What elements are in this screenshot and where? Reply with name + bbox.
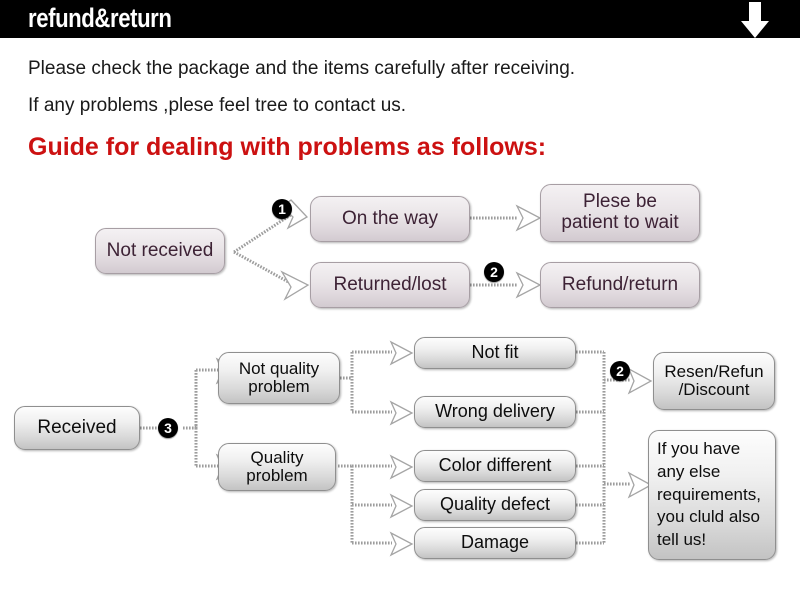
header-bar: refund&return bbox=[0, 0, 800, 38]
intro-line-1: Please check the package and the items c… bbox=[28, 58, 576, 79]
node-on-the-way[interactable]: On the way bbox=[310, 196, 470, 242]
connector-notreceived-returnedlost bbox=[233, 250, 310, 301]
node-label-line-2: /Discount bbox=[678, 380, 750, 399]
node-label-line-2: problem bbox=[246, 466, 308, 485]
node-issue-not-fit[interactable]: Not fit bbox=[414, 337, 576, 369]
badge-3: 3 bbox=[158, 418, 178, 438]
badge-label: 1 bbox=[278, 201, 286, 217]
intro-line-2: If any problems ,plese feel tree to cont… bbox=[28, 95, 407, 116]
node-outcome-resend-refund-discount[interactable]: Resen/Refun /Discount bbox=[653, 352, 775, 410]
badge-2-bottom: 2 bbox=[610, 361, 630, 381]
node-label-line-1: Not quality bbox=[238, 358, 320, 378]
node-not-quality-problem[interactable]: Not quality problem bbox=[218, 352, 340, 404]
node-returned-lost[interactable]: Returned/lost bbox=[310, 262, 470, 308]
connector-quality-issues bbox=[338, 454, 414, 557]
node-label-line-2: problem bbox=[248, 377, 310, 396]
node-issue-damage[interactable]: Damage bbox=[414, 527, 576, 559]
connector-issues-merge-bus bbox=[576, 350, 653, 545]
node-label-line-1: If you have bbox=[657, 438, 741, 458]
node-label: Not fit bbox=[471, 342, 519, 363]
node-not-received[interactable]: Not received bbox=[95, 228, 225, 274]
node-issue-color-different[interactable]: Color different bbox=[414, 450, 576, 482]
guide-heading: Guide for dealing with problems as follo… bbox=[28, 133, 547, 161]
node-refund-return[interactable]: Refund/return bbox=[540, 262, 700, 308]
node-label: Color different bbox=[438, 455, 552, 476]
connector-returnedlost-refund bbox=[470, 271, 542, 299]
badge-2-top: 2 bbox=[484, 262, 504, 282]
node-label-line-5: tell us! bbox=[657, 530, 707, 550]
node-received[interactable]: Received bbox=[14, 406, 140, 450]
node-label: Returned/lost bbox=[333, 273, 447, 295]
down-arrow-icon bbox=[741, 2, 769, 38]
node-label: Not received bbox=[106, 239, 214, 261]
node-label-line-3: requirements, bbox=[657, 484, 761, 504]
node-label-line-1: Resen/Refun bbox=[664, 361, 764, 381]
node-label: Quality defect bbox=[439, 494, 551, 515]
node-label-line-1: Quality bbox=[250, 447, 304, 467]
node-issue-wrong-delivery[interactable]: Wrong delivery bbox=[414, 396, 576, 428]
node-label-line-1: Plese be bbox=[583, 191, 657, 213]
badge-label: 3 bbox=[164, 420, 172, 436]
node-label-line-2: patient to wait bbox=[561, 212, 679, 233]
node-plese-be-patient[interactable]: Plese be patient to wait bbox=[540, 184, 700, 242]
node-issue-quality-defect[interactable]: Quality defect bbox=[414, 489, 576, 521]
node-label-line-4: you cluld also bbox=[657, 507, 761, 527]
badge-label: 2 bbox=[616, 363, 624, 379]
node-label-line-2: any else bbox=[657, 461, 721, 481]
badge-1: 1 bbox=[272, 199, 292, 219]
connector-notreceived-ontheway bbox=[233, 199, 309, 254]
page-title: refund&return bbox=[28, 3, 172, 33]
node-label: Damage bbox=[460, 532, 530, 553]
connector-ontheway-wait bbox=[470, 204, 542, 232]
connector-notquality-issues bbox=[340, 340, 414, 426]
node-label: Refund/return bbox=[561, 273, 679, 295]
node-label: Wrong delivery bbox=[435, 401, 555, 422]
badge-label: 2 bbox=[490, 264, 498, 280]
node-label: Received bbox=[37, 416, 117, 438]
node-outcome-contact-us[interactable]: If you have any else requirements, you c… bbox=[648, 430, 776, 560]
node-quality-problem[interactable]: Quality problem bbox=[218, 443, 336, 491]
node-label: On the way bbox=[341, 207, 439, 229]
